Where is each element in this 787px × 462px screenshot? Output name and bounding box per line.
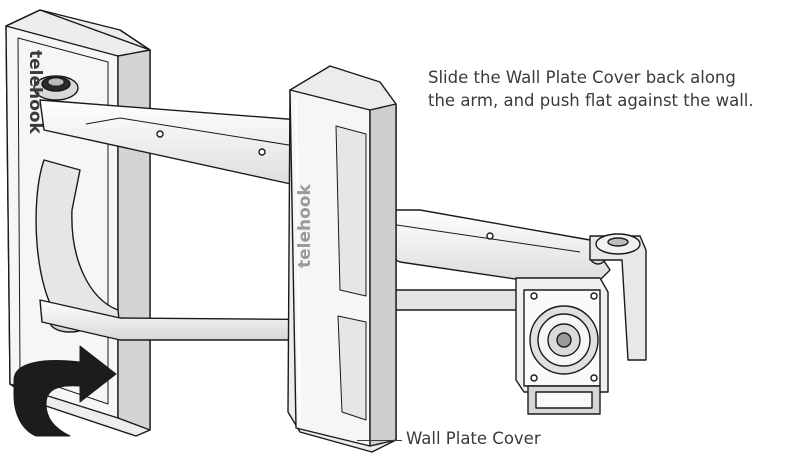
wall-plate-cover-label: Wall Plate Cover — [406, 429, 541, 448]
instruction-line-1: Slide the Wall Plate Cover back along — [428, 68, 736, 87]
push-direction-arrow — [13, 345, 117, 437]
callout-leader-line — [357, 440, 402, 441]
instruction-line-2: the arm, and push flat against the wall. — [428, 91, 754, 110]
wall-plate-logo: telehook — [25, 50, 45, 134]
wall-plate-cover-logo: telehook — [295, 184, 315, 268]
wall-plate-cover — [287, 65, 397, 453]
mount-head — [515, 233, 647, 415]
instruction-text: Slide the Wall Plate Cover back along th… — [428, 66, 780, 112]
